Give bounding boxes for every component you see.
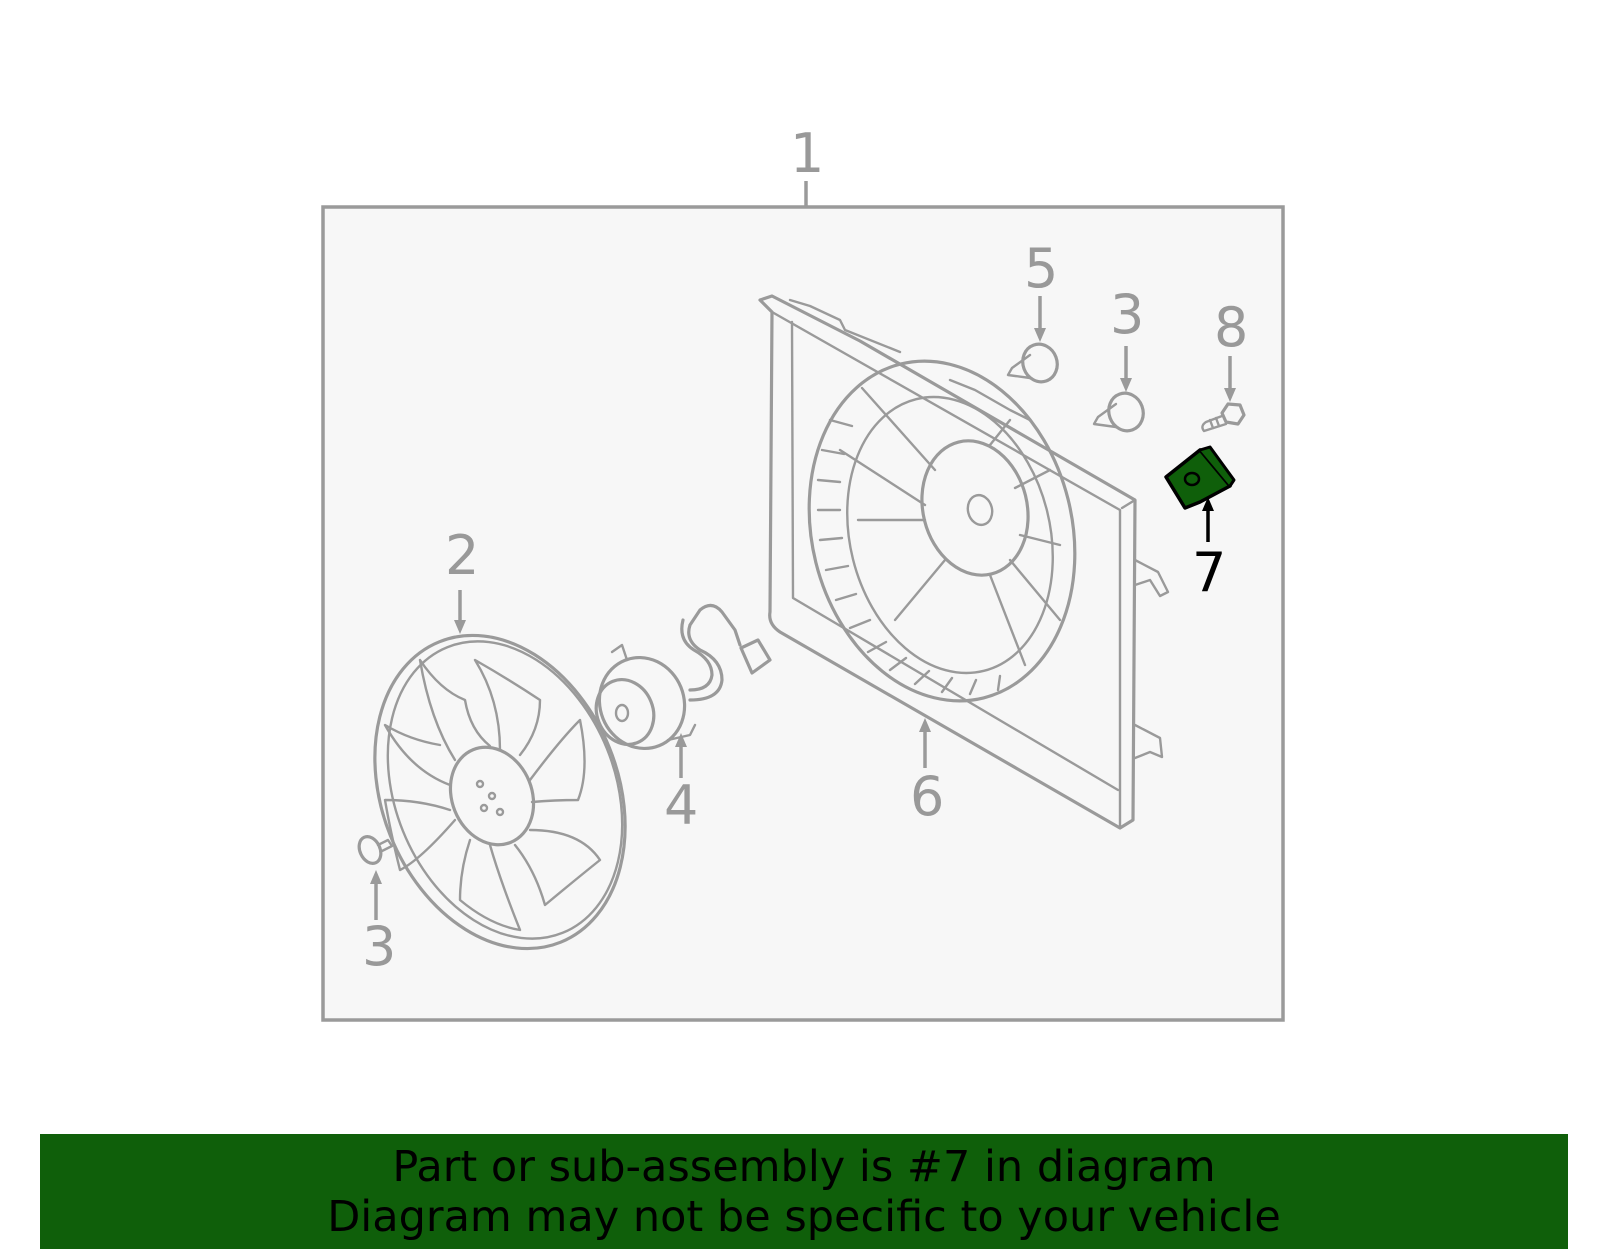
callout-2: 2 <box>445 524 479 587</box>
arrowhead-6 <box>919 718 931 732</box>
info-banner: Part or sub-assembly is #7 in diagram Di… <box>40 1134 1568 1249</box>
callout-6: 6 <box>910 765 944 828</box>
callout-7: 7 <box>1192 541 1226 604</box>
rivet-clip-upper <box>1092 391 1145 433</box>
banner-line-1: Part or sub-assembly is #7 in diagram <box>392 1141 1216 1192</box>
arrowhead-3b <box>1120 378 1132 392</box>
arrowhead-4 <box>675 733 687 747</box>
callout-3-lower: 3 <box>362 915 396 978</box>
callout-5: 5 <box>1024 237 1058 300</box>
callout-3-upper: 3 <box>1110 283 1144 346</box>
rivet-clip-lower <box>357 835 394 865</box>
assembly-frame <box>321 205 1285 1022</box>
fan-shroud <box>758 294 1170 830</box>
banner-line-2: Diagram may not be specific to your vehi… <box>327 1191 1281 1242</box>
callout-8: 8 <box>1214 296 1248 359</box>
arrowhead-8 <box>1224 388 1236 402</box>
bolt <box>1201 402 1246 433</box>
fan-motor <box>594 603 772 751</box>
arrowhead-3a <box>370 870 382 884</box>
callout-4: 4 <box>664 774 698 837</box>
arrowhead-2 <box>454 620 466 634</box>
bracket-highlighted[interactable] <box>1164 445 1236 510</box>
cooling-fan <box>373 633 627 951</box>
arrowhead-5 <box>1034 328 1046 342</box>
callout-1: 1 <box>790 122 824 185</box>
push-pin <box>1006 342 1059 384</box>
arrowhead-7 <box>1202 497 1214 511</box>
